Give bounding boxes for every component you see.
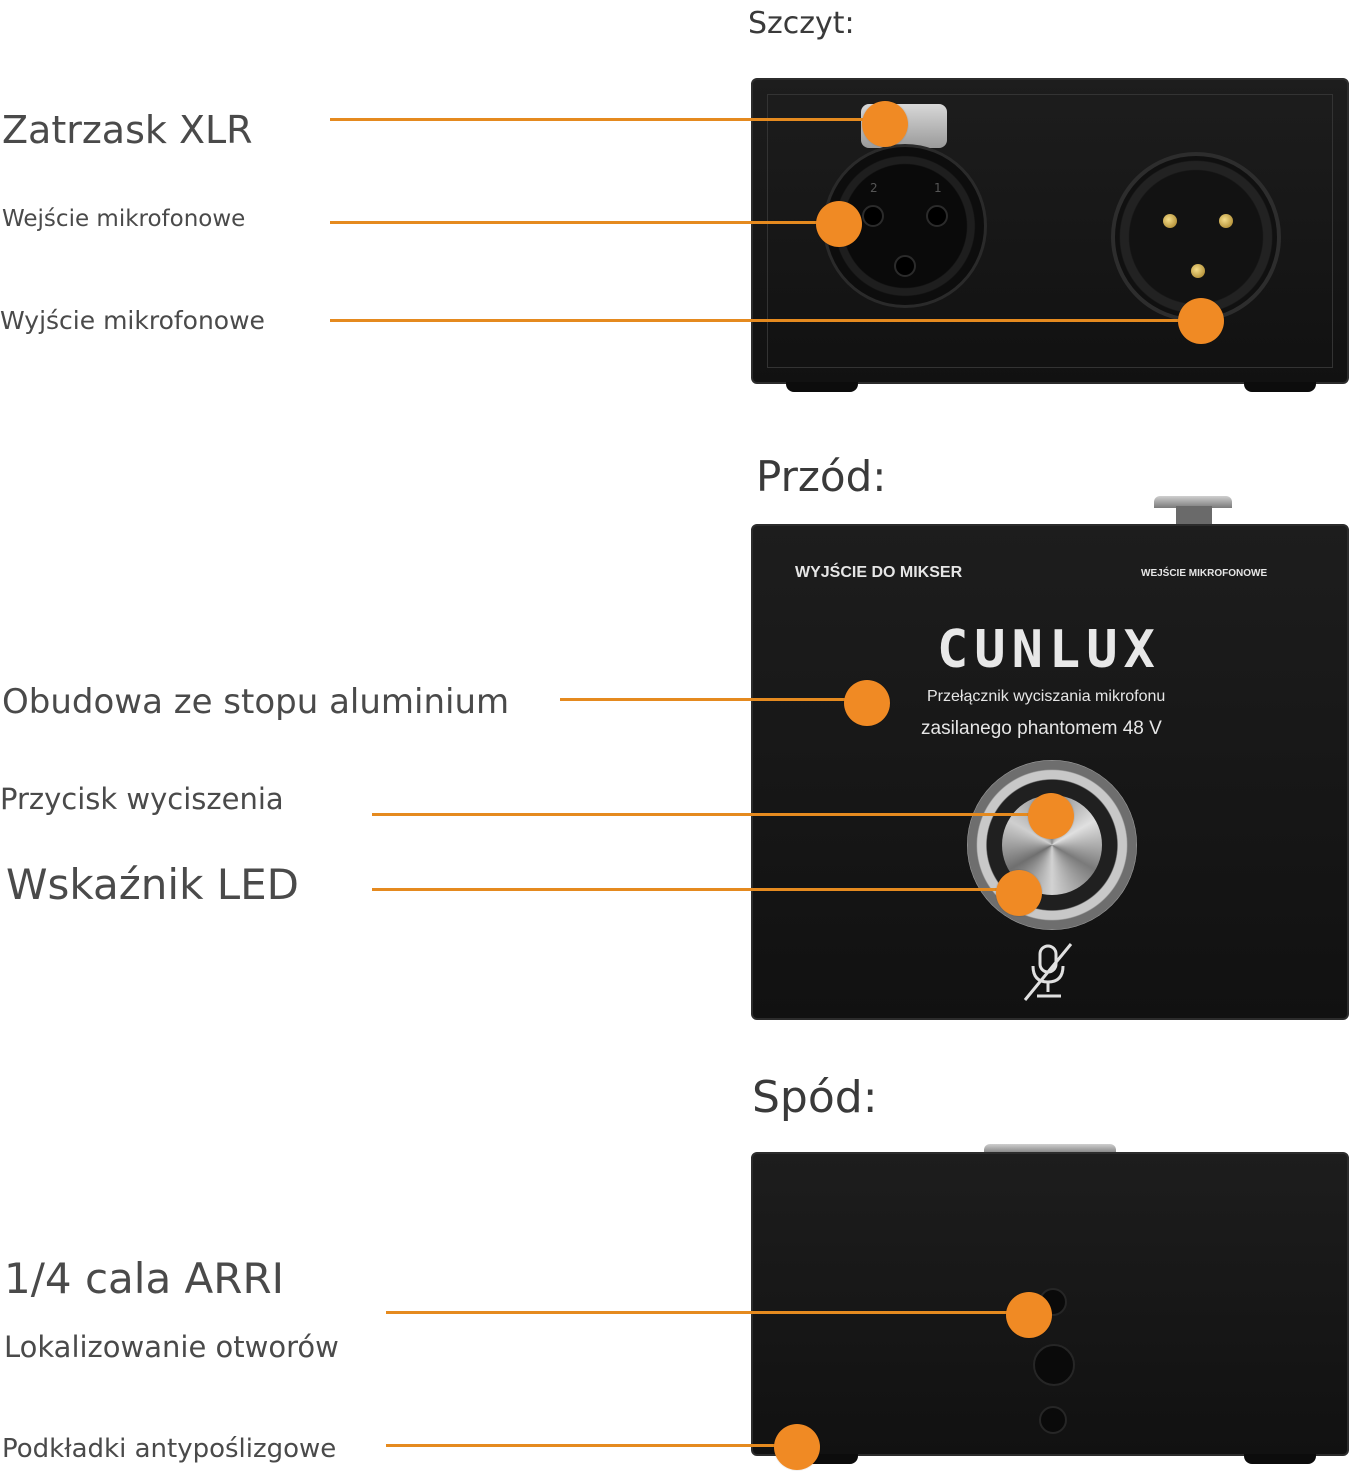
callout-line <box>386 1444 798 1447</box>
device-top-bevel <box>767 94 1333 368</box>
xlr-male-connector[interactable] <box>1111 152 1281 322</box>
xlr-pin-number: 2 <box>870 181 878 195</box>
callout-line <box>386 1311 1028 1314</box>
gold-pin <box>1191 264 1205 278</box>
xlr-pin-number: 1 <box>934 181 942 195</box>
callout-anti-slip: Podkładki antypoślizgowe <box>2 1434 337 1464</box>
callout-dot <box>816 201 862 247</box>
callout-line <box>560 698 866 701</box>
callout-mic-input: Wejście mikrofonowe <box>2 206 246 232</box>
section-title-front: Przód: <box>756 452 887 501</box>
front-label-input: WEJŚCIE MIKROFONOWE <box>1141 568 1268 579</box>
callout-dot <box>1028 793 1074 839</box>
callout-dot <box>1178 298 1224 344</box>
pin-hole <box>894 255 916 277</box>
anti-slip-foot <box>1244 382 1316 392</box>
callout-mic-output: Wyjście mikrofonowe <box>0 306 265 335</box>
brand-logo: CUNLUX <box>937 620 1161 680</box>
front-label-output: WYJŚCIE DO MIKSER <box>795 564 963 581</box>
callout-line <box>330 118 884 121</box>
anti-slip-foot <box>786 382 858 392</box>
button-top-edge <box>984 1144 1116 1154</box>
callout-xlr-latch: Zatrzask XLR <box>2 108 253 152</box>
pin-hole <box>862 205 884 227</box>
callout-led-indicator: Wskaźnik LED <box>6 860 300 909</box>
section-title-bottom: Spód: <box>752 1072 878 1123</box>
callout-line <box>372 813 1050 816</box>
device-top-view: 2 1 <box>751 78 1349 384</box>
callout-dot <box>844 680 890 726</box>
callout-line <box>330 221 838 224</box>
front-desc-line2: zasilanego phantomem 48 V <box>921 718 1162 739</box>
mic-muted-icon <box>1023 943 1073 1001</box>
anti-slip-foot <box>1244 1454 1316 1464</box>
device-bottom-view <box>751 1152 1349 1456</box>
callout-line <box>330 319 1198 322</box>
callout-arri-line2: Lokalizowanie otworów <box>4 1330 339 1364</box>
callout-dot <box>996 870 1042 916</box>
callout-alu-housing: Obudowa ze stopu aluminium <box>2 682 510 722</box>
callout-dot <box>1006 1292 1052 1338</box>
pin-hole <box>926 205 948 227</box>
front-desc-line1: Przełącznik wyciszania mikrofonu <box>927 688 1166 705</box>
callout-dot <box>774 1424 820 1470</box>
gold-pin <box>1219 214 1233 228</box>
latch-stem <box>1176 506 1212 528</box>
anti-slip-foot <box>786 1454 858 1464</box>
gold-pin <box>1163 214 1177 228</box>
callout-line <box>372 888 1018 891</box>
callout-arri-line1: 1/4 cala ARRI <box>4 1254 285 1303</box>
mounting-hole <box>1039 1406 1067 1434</box>
mute-button-ring[interactable] <box>967 760 1137 930</box>
device-front-view: WYJŚCIE DO MIKSER WEJŚCIE MIKROFONOWE CU… <box>751 524 1349 1020</box>
section-title-top: Szczyt: <box>748 6 855 41</box>
arri-thread-hole <box>1033 1344 1075 1386</box>
xlr-latch-top <box>1154 496 1232 508</box>
callout-mute-button: Przycisk wyciszenia <box>0 782 284 816</box>
callout-dot <box>862 101 908 147</box>
